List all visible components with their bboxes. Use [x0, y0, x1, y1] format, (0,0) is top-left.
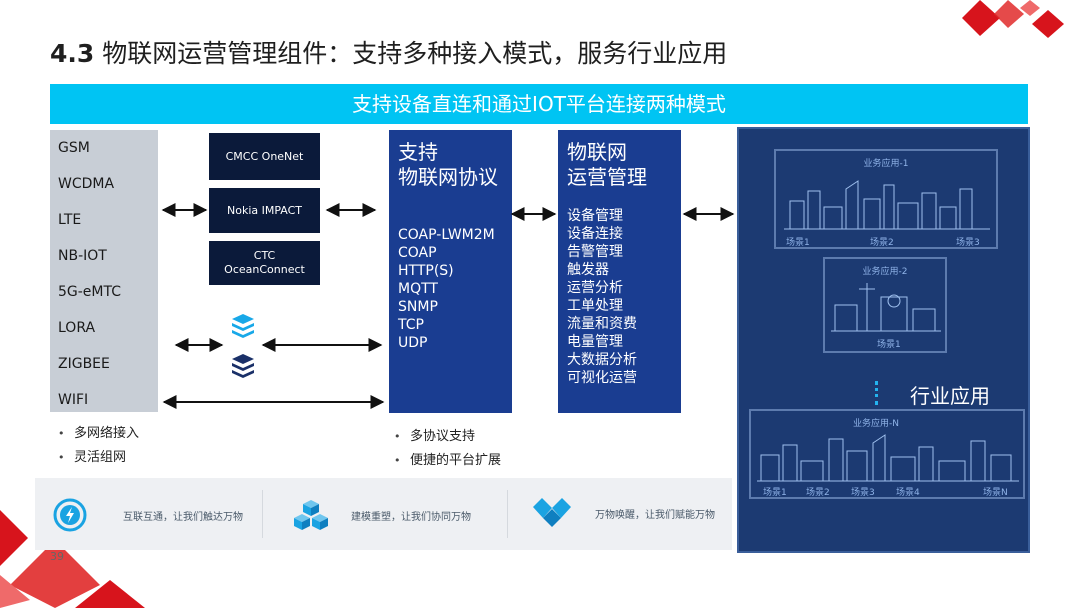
scene-tag: 场景N: [983, 488, 1008, 498]
bullet-item: 多网络接入: [54, 422, 139, 446]
protocol-item: UDP: [398, 335, 428, 351]
management-item: 电量管理: [567, 334, 623, 350]
strip-item: 建模重塑，让我们协同万物: [293, 498, 471, 532]
protocol-heading-line1: 支持: [398, 140, 438, 164]
management-item: 运营分析: [567, 280, 623, 296]
strip-text: 互联互通，让我们触达万物: [123, 511, 243, 523]
connect-icon: [53, 498, 87, 532]
corner-decoration-bottom-left: [0, 510, 145, 608]
platform-name: CTC: [253, 249, 276, 262]
network-item: WCDMA: [58, 176, 115, 192]
management-item: 设备管理: [567, 208, 623, 224]
management-item: 工单处理: [567, 298, 623, 314]
network-item: LORA: [58, 320, 96, 336]
city-skyline-icon: [784, 180, 990, 230]
protocol-box: 支持 物联网协议 COAP-LWM2M COAP HTTP(S) MQTT SN…: [389, 130, 512, 413]
scene-tag: 场景2: [870, 238, 894, 248]
scene-card-2: 业务应用-2 场景1: [823, 257, 947, 353]
layers-icon: [232, 314, 254, 338]
cubes-icon: [294, 500, 328, 530]
page-number: 39: [50, 550, 64, 563]
network-item: WIFI: [58, 392, 89, 408]
protocol-heading: 支持 物联网协议: [398, 140, 498, 190]
network-item: ZIGBEE: [58, 356, 110, 372]
management-item: 可视化运营: [567, 370, 637, 386]
platform-box-oceanconnect: CTC OceanConnect: [209, 241, 320, 285]
protocol-item: COAP-LWM2M: [398, 227, 495, 243]
mode-banner: 支持设备直连和通过IOT平台连接两种模式: [50, 84, 1028, 124]
bullet-item: 多协议支持: [390, 425, 501, 449]
industry-panel: 业务应用-1 场景1 场景2 场景3 业务应用-2 场景1: [737, 127, 1030, 553]
network-features: 多网络接入 灵活组网: [54, 422, 139, 470]
scene-tag: 场景2: [806, 488, 830, 498]
strip-text: 万物唤醒，让我们赋能万物: [595, 509, 715, 521]
scene-card-n: 业务应用-N 场景1 场景2 场景3 场景4 场景N: [749, 409, 1025, 499]
network-list: GSM WCDMA LTE NB-IOT 5G-eMTC LORA ZIGBEE…: [50, 130, 158, 412]
scene-title: 业务应用-1: [863, 159, 909, 169]
protocol-heading-line2: 物联网协议: [398, 165, 498, 189]
value-strip: 互联互通，让我们触达万物 建模重塑，让我们协同万物 万物唤醒，让我们赋能万物: [35, 478, 732, 550]
scene-tag: 场景1: [786, 238, 810, 248]
scene-tag: 场景1: [763, 488, 787, 498]
strip-item: 互联互通，让我们触达万物: [53, 498, 243, 532]
city-skyline-icon: [757, 434, 1019, 482]
layers-icon: [232, 354, 254, 378]
title-text: 物联网运营管理组件：支持多种接入模式，服务行业应用: [102, 39, 728, 68]
platform-name: Nokia IMPACT: [226, 203, 303, 217]
protocol-features: 多协议支持 便捷的平台扩展: [390, 425, 501, 473]
facility-icon: [831, 283, 941, 332]
corner-decoration-top-right: [962, 0, 1064, 38]
strip-text: 建模重塑，让我们协同万物: [351, 511, 471, 523]
protocol-item: COAP: [398, 245, 437, 261]
management-heading: 物联网 运营管理: [567, 140, 647, 190]
network-item: 5G-eMTC: [58, 284, 122, 300]
management-heading-line2: 运营管理: [567, 165, 647, 189]
management-item: 触发器: [567, 262, 609, 278]
protocol-item: HTTP(S): [398, 263, 454, 279]
strip-divider: [507, 490, 508, 538]
title-number: 4.3: [50, 39, 95, 68]
scene-card-1: 业务应用-1 场景1 场景2 场景3: [774, 149, 998, 249]
diamond-icon: [533, 498, 571, 527]
protocol-item: TCP: [398, 317, 424, 333]
more-dots-icon: [875, 381, 879, 405]
management-heading-line1: 物联网: [567, 140, 627, 164]
management-box: 物联网 运营管理 设备管理 设备连接 告警管理 触发器 运营分析 工单处理 流量…: [558, 130, 681, 413]
protocol-item: MQTT: [398, 281, 438, 297]
scene-tag: 场景3: [851, 488, 875, 498]
platform-box-impact: Nokia IMPACT: [209, 188, 320, 233]
platform-name: CMCC OneNet: [225, 149, 304, 163]
scene-title: 业务应用-N: [853, 419, 899, 429]
management-item: 告警管理: [567, 244, 623, 260]
scene-tag: 场景4: [896, 488, 920, 498]
network-item: NB-IOT: [58, 248, 107, 264]
platform-name-line2: OceanConnect: [224, 263, 305, 276]
protocol-list: COAP-LWM2M COAP HTTP(S) MQTT SNMP TCP UD…: [398, 226, 495, 352]
protocol-item: SNMP: [398, 299, 438, 315]
bullet-item: 灵活组网: [54, 446, 139, 470]
network-item: GSM: [58, 140, 90, 156]
platform-box-onenet: CMCC OneNet: [209, 133, 320, 180]
management-item: 大数据分析: [567, 352, 637, 368]
strip-divider: [262, 490, 263, 538]
management-item: 流量和资费: [567, 316, 637, 332]
management-item: 设备连接: [567, 226, 623, 242]
management-list: 设备管理 设备连接 告警管理 触发器 运营分析 工单处理 流量和资费 电量管理 …: [567, 207, 637, 387]
industry-label: 行业应用: [910, 384, 990, 408]
slide-title: 4.3 物联网运营管理组件：支持多种接入模式，服务行业应用: [50, 34, 727, 70]
scene-tag: 场景3: [956, 238, 980, 248]
scene-tag: 场景1: [877, 340, 901, 350]
scene-title: 业务应用-2: [862, 267, 908, 277]
strip-item: 万物唤醒，让我们赋能万物: [533, 498, 715, 528]
network-item: LTE: [58, 212, 82, 228]
bullet-item: 便捷的平台扩展: [390, 449, 501, 473]
